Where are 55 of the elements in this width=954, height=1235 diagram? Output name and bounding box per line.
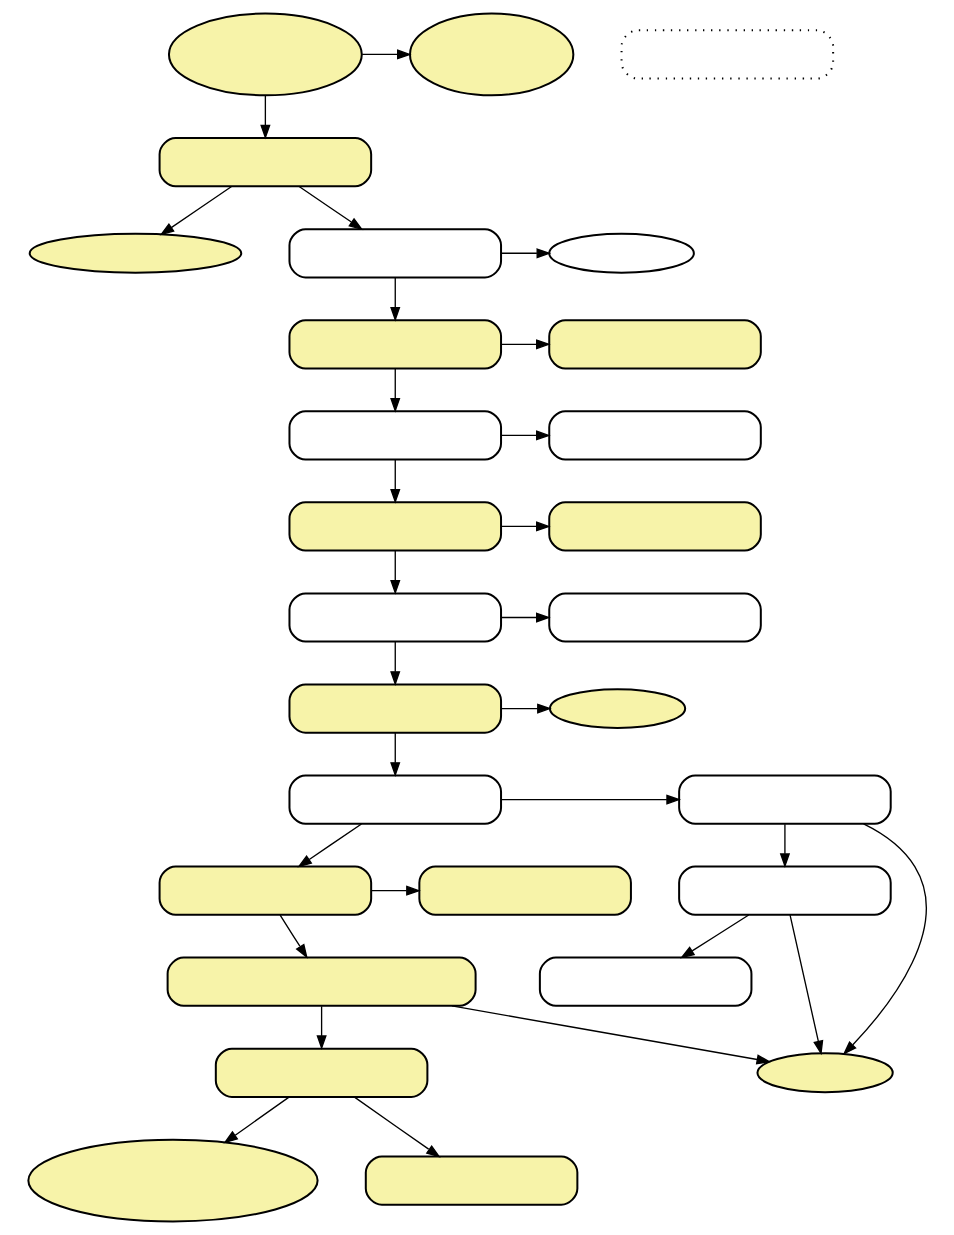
node-box xyxy=(158,865,372,916)
node-box xyxy=(214,1047,428,1098)
arrow xyxy=(278,914,308,959)
node-pill xyxy=(26,1138,319,1223)
arrow xyxy=(389,368,400,413)
arrow xyxy=(315,1005,327,1051)
arrow xyxy=(296,823,362,868)
node-box xyxy=(547,592,762,643)
node-box xyxy=(287,319,502,370)
node-box xyxy=(287,683,502,734)
arrow xyxy=(500,430,551,441)
node-box xyxy=(547,319,762,370)
arrow xyxy=(500,339,551,350)
arrow xyxy=(370,885,421,896)
node-pill xyxy=(547,232,695,274)
arrow xyxy=(500,248,551,259)
node-box xyxy=(538,956,752,1007)
arrow xyxy=(389,459,400,504)
node-pill xyxy=(548,688,686,729)
arrow xyxy=(389,550,400,595)
arrow xyxy=(500,612,551,623)
node-box xyxy=(166,956,477,1007)
arrow xyxy=(842,823,927,1056)
arrow xyxy=(788,914,823,1056)
arrow xyxy=(500,703,552,714)
node-box xyxy=(364,1155,578,1206)
arrow xyxy=(361,49,412,60)
arrow xyxy=(499,794,681,805)
arrow xyxy=(352,1096,441,1158)
node-box xyxy=(287,228,502,279)
arrow xyxy=(679,914,749,959)
node-pill xyxy=(167,12,363,97)
arrow xyxy=(450,1005,771,1065)
arrow xyxy=(389,277,400,322)
node-box xyxy=(547,501,762,552)
node-box xyxy=(287,410,502,461)
node-box xyxy=(287,501,502,552)
arrow xyxy=(259,94,271,140)
arrow xyxy=(500,521,551,532)
arrow xyxy=(297,185,363,231)
arrow xyxy=(779,823,790,868)
node-box xyxy=(417,865,632,916)
node-pill xyxy=(28,232,242,274)
node-pill xyxy=(408,12,574,97)
node-box xyxy=(287,592,502,643)
node-box xyxy=(547,410,762,461)
node-box xyxy=(287,774,502,825)
arrow xyxy=(222,1096,290,1144)
node-box xyxy=(677,774,892,825)
node-box xyxy=(158,137,372,188)
node-box xyxy=(677,865,892,916)
node-box xyxy=(620,29,834,80)
arrow xyxy=(159,185,232,236)
arrow xyxy=(389,641,400,686)
arrow xyxy=(389,732,400,777)
